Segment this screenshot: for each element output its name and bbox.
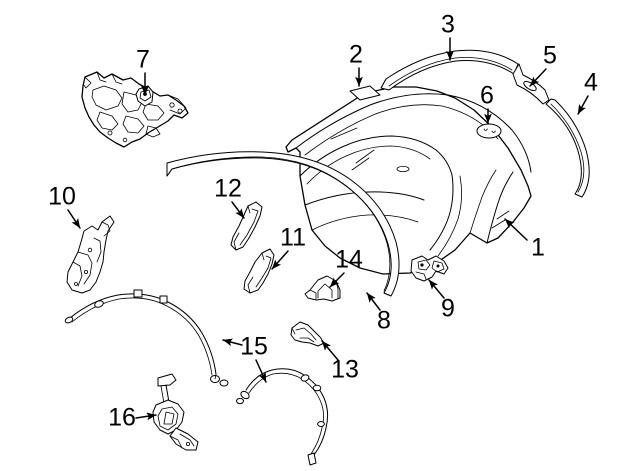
callout-number-4: 4 [584,69,598,97]
callout-16: 16 [108,404,157,432]
part-8-front-seal-rail [166,151,400,297]
callout-leader-12 [231,201,245,219]
callout-6: 6 [480,82,494,124]
callout-leader-5 [529,68,547,87]
callout-leader-1 [504,218,528,241]
callout-number-15: 15 [240,333,268,361]
callout-leader-11 [271,250,289,270]
callout-11: 11 [271,224,306,270]
part-2-patch-pad [349,85,381,101]
callout-leader-16 [135,412,157,421]
part-14-stop-bumper [304,275,341,302]
callout-14: 14 [329,246,363,288]
part-9-hinge-bracket [410,255,449,282]
callout-leader-13 [321,340,339,361]
callout-leader-9 [428,279,445,299]
callout-number-13: 13 [331,356,359,384]
callout-9: 9 [428,279,455,323]
part-7-latch-support-plate [81,71,189,148]
callout-number-5: 5 [543,42,557,70]
part-15-release-cable-upper [64,289,229,387]
callout-5: 5 [529,42,557,87]
callout-15: 15 [222,333,268,383]
part-11-wedge-bracket-lower [243,248,275,294]
callout-number-6: 6 [480,82,494,110]
part-13-retainer-clip [290,321,325,347]
callout-number-11: 11 [280,224,306,252]
callout-3: 3 [441,11,455,61]
callout-number-16: 16 [108,404,136,432]
callout-number-2: 2 [349,41,363,69]
callout-8: 8 [366,292,391,335]
callout-leader-14 [329,272,345,288]
callout-number-3: 3 [441,11,455,39]
callout-leader-4 [577,95,589,115]
part-4-weatherstrip-side-rear [545,98,590,198]
callout-12: 12 [214,175,245,219]
part-15-release-cable-lower [236,368,329,466]
callout-number-1: 1 [531,234,545,262]
callout-10: 10 [48,183,81,229]
part-3-weatherstrip-center [380,49,519,91]
callout-1: 1 [504,218,545,262]
callout-number-7: 7 [136,46,150,74]
callout-7: 7 [136,46,150,96]
callout-number-10: 10 [48,183,76,211]
part-12-wedge-bracket-upper [230,201,263,251]
callout-number-9: 9 [441,295,455,323]
part-1-top-cover-panel [285,86,532,275]
callout-leader-8 [366,292,381,311]
callout-13: 13 [321,340,359,384]
callout-leader-15-a [222,338,243,347]
callout-leader-10 [67,209,81,229]
callout-number-14: 14 [335,246,363,274]
callout-leader-15-b [255,359,267,383]
part-6-grommet-plug [476,123,502,139]
callout-number-8: 8 [377,307,391,335]
callout-2: 2 [349,41,363,87]
part-10-side-hinge-bracket [66,215,115,294]
callout-4: 4 [577,69,598,115]
callout-number-12: 12 [214,175,242,203]
part-16-latch-striker-assembly [152,373,199,451]
